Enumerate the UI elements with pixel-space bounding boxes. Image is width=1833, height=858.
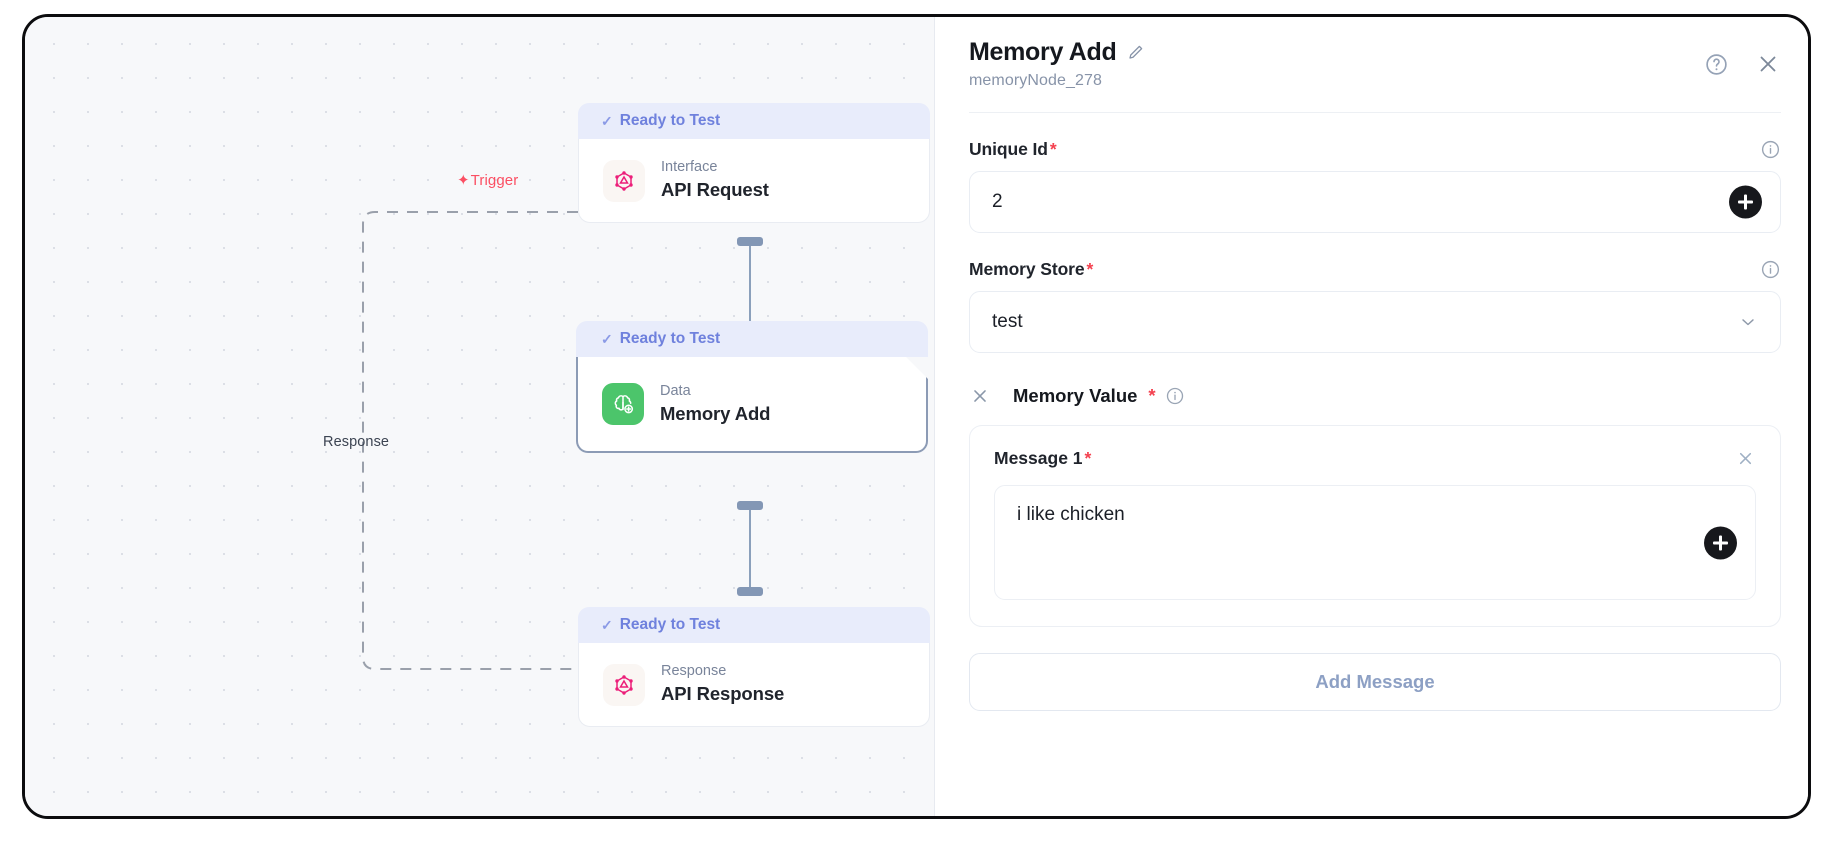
node-status-badge: ✓ Ready to Test — [578, 103, 930, 139]
memory-store-value: test — [992, 311, 1023, 333]
unique-id-input[interactable]: 2 — [969, 171, 1781, 234]
graphql-icon — [603, 159, 645, 202]
connector-handle-out-1[interactable] — [737, 237, 763, 246]
required-marker: * — [1148, 385, 1156, 407]
node-api-request[interactable]: ✓ Ready to Test — [578, 103, 930, 223]
edge-label-trigger: ✦ Trigger — [457, 172, 518, 189]
message-card: Message 1* i like chicken — [969, 425, 1781, 628]
node-status-label: Ready to Test — [619, 112, 721, 129]
edge-label-trigger-text: Trigger — [470, 172, 519, 189]
flow-canvas[interactable]: ✦ Trigger Response ✓ Ready to Test — [25, 17, 934, 816]
required-marker: * — [1049, 139, 1057, 160]
node-body[interactable]: Data Memory Add — [576, 357, 928, 453]
node-category: Interface — [661, 159, 718, 176]
graphql-icon — [603, 663, 645, 706]
memory-value-group-header: Memory Value * — [969, 385, 1781, 407]
memory-store-select[interactable]: test — [969, 291, 1781, 354]
memory-value-label: Memory Value * — [1013, 385, 1185, 407]
field-label-text: Memory Store — [969, 259, 1085, 280]
spark-icon: ✦ — [457, 171, 470, 189]
edge-label-response: Response — [323, 434, 390, 450]
node-status-label: Ready to Test — [619, 330, 721, 347]
connector-handle-out-2[interactable] — [737, 501, 763, 510]
node-api-response[interactable]: ✓ Ready to Test — [578, 607, 930, 727]
field-memory-store: Memory Store* test — [969, 259, 1781, 354]
chevron-down-icon[interactable] — [1738, 312, 1758, 332]
check-icon: ✓ — [601, 331, 613, 347]
close-icon[interactable] — [1735, 448, 1756, 469]
close-icon[interactable] — [1755, 51, 1781, 77]
info-icon[interactable] — [1760, 259, 1781, 280]
plus-icon[interactable] — [1729, 185, 1762, 219]
info-icon[interactable] — [1165, 386, 1185, 406]
info-icon[interactable] — [1760, 139, 1781, 160]
check-icon: ✓ — [601, 617, 613, 633]
plus-icon[interactable] — [1704, 526, 1737, 560]
add-message-button[interactable]: Add Message — [969, 653, 1781, 712]
field-label-text: Unique Id — [969, 139, 1048, 160]
divider — [969, 112, 1781, 114]
connector-line-1 — [749, 243, 751, 347]
node-category: Data — [660, 382, 691, 399]
node-config-panel: Memory Add memoryNode_278 — [934, 17, 1808, 816]
message-label: Message 1* — [994, 448, 1091, 469]
node-body[interactable]: Interface API Request — [578, 139, 930, 223]
node-status-label: Ready to Test — [619, 616, 721, 633]
question-circle-icon[interactable] — [1704, 52, 1729, 77]
field-unique-id: Unique Id* 2 — [969, 139, 1781, 234]
node-title: Memory Add — [660, 402, 771, 424]
brain-plus-icon — [602, 383, 644, 425]
connector-handle-in-2[interactable] — [737, 587, 763, 596]
pencil-icon[interactable] — [1127, 43, 1145, 61]
node-id-label: memoryNode_278 — [969, 72, 1103, 90]
node-title: API Response — [661, 683, 785, 705]
node-title: API Request — [661, 179, 769, 201]
message-label-text: Message 1 — [994, 448, 1083, 469]
required-marker: * — [1084, 448, 1092, 469]
panel-header: Memory Add memoryNode_278 — [969, 39, 1781, 90]
page-title: Memory Add — [969, 38, 1117, 66]
connector-line-2 — [749, 507, 751, 591]
add-message-label: Add Message — [1315, 671, 1435, 693]
close-icon[interactable] — [969, 385, 991, 407]
field-label: Unique Id* — [969, 139, 1057, 160]
node-status-badge: ✓ Ready to Test — [576, 321, 928, 357]
message-value: i like chicken — [1017, 504, 1125, 526]
field-label: Memory Store* — [969, 259, 1093, 280]
message-textarea[interactable]: i like chicken — [994, 485, 1756, 601]
check-icon: ✓ — [601, 113, 613, 129]
node-status-badge: ✓ Ready to Test — [578, 607, 930, 643]
viewport: ✦ Trigger Response ✓ Ready to Test — [22, 14, 1811, 819]
memory-value-label-text: Memory Value — [1013, 385, 1138, 407]
node-category: Response — [661, 663, 727, 680]
unique-id-value: 2 — [992, 191, 1003, 213]
node-body[interactable]: Response API Response — [578, 643, 930, 727]
required-marker: * — [1086, 259, 1094, 280]
node-memory-add[interactable]: ✓ Ready to Test Data — [576, 321, 928, 453]
